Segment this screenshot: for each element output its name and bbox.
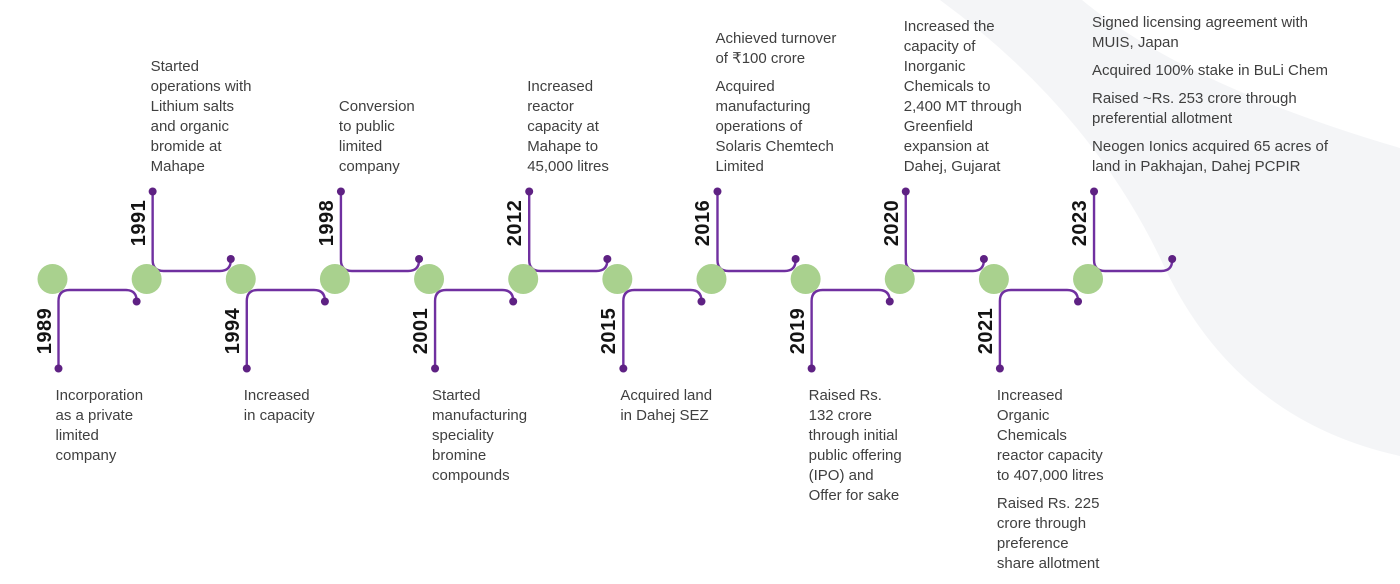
timeline-node-1994 <box>225 264 256 294</box>
event-paragraph: Raised Rs. 225 crore through preference … <box>996 495 1100 572</box>
event-paragraph: Incorporation as a private limited compa… <box>55 387 144 464</box>
event-paragraph: Raised ~Rs. 253 crore through preferenti… <box>1092 90 1297 127</box>
connector-path-2023 <box>1092 191 1174 273</box>
year-label-1991: 1991 <box>127 199 150 247</box>
year-label-2016: 2016 <box>692 199 715 247</box>
end-dot-2019 <box>885 297 894 306</box>
connector-path-2016 <box>716 191 797 273</box>
end-dot-2015 <box>697 297 706 306</box>
event-text-2020: Increased the capacity of Inorganic Chem… <box>904 17 1043 177</box>
stem-dot-2023 <box>1090 187 1099 196</box>
event-paragraph: Started manufacturing speciality bromine… <box>432 387 528 484</box>
connector-path-2012 <box>528 191 609 273</box>
end-dot-2021 <box>1074 297 1083 306</box>
stem-dot-2012 <box>525 187 534 196</box>
year-label-2021: 2021 <box>974 307 997 355</box>
event-text-1989: Incorporation as a private limited compa… <box>56 386 181 466</box>
background-swoosh-shape <box>940 0 1400 456</box>
event-text-1991: Started operations with Lithium salts an… <box>151 57 282 177</box>
event-paragraph: Increased the capacity of Inorganic Chem… <box>903 18 1022 175</box>
connector-path-2021 <box>998 288 1080 369</box>
event-paragraph: Conversion to public limited company <box>338 98 415 175</box>
end-dot-1998 <box>415 255 424 263</box>
connector-path-2015 <box>622 288 703 369</box>
end-dot-1989 <box>132 297 141 306</box>
event-paragraph: Signed licensing agreement with MUIS, Ja… <box>1092 14 1308 51</box>
timeline-node-2001 <box>414 264 445 294</box>
event-paragraph: Increased reactor capacity at Mahape to … <box>527 78 609 175</box>
event-text-2023: Signed licensing agreement with MUIS, Ja… <box>1092 13 1371 177</box>
timeline-node-2012 <box>508 264 539 294</box>
event-text-2021: Increased Organic Chemicals reactor capa… <box>997 386 1144 574</box>
connector-path-1994 <box>245 288 327 369</box>
stem-dot-2020 <box>901 187 910 196</box>
year-label-1989: 1989 <box>33 307 56 355</box>
timeline-node-1998 <box>319 264 350 294</box>
end-dot-2016 <box>791 255 800 263</box>
timeline-node-1989 <box>37 264 68 294</box>
stem-dot-1989 <box>54 364 63 373</box>
timeline-node-2021 <box>978 264 1009 294</box>
end-dot-1994 <box>320 297 329 306</box>
event-paragraph: Achieved turnover of ₹100 crore <box>715 30 837 67</box>
end-dot-2020 <box>979 255 988 263</box>
event-text-1998: Conversion to public limited company <box>339 97 464 177</box>
event-paragraph: Started operations with Lithium salts an… <box>150 58 252 175</box>
stem-dot-1994 <box>242 364 251 373</box>
event-paragraph: Increased Organic Chemicals reactor capa… <box>996 387 1104 484</box>
timeline-node-2015 <box>602 264 633 294</box>
stem-dot-1991 <box>148 187 157 196</box>
timeline-node-2019 <box>790 264 821 294</box>
end-dot-1991 <box>226 255 235 263</box>
event-paragraph: Acquired manufacturing operations of Sol… <box>715 78 834 175</box>
end-dot-2001 <box>509 297 518 306</box>
connector-path-1991 <box>151 191 232 273</box>
year-label-2023: 2023 <box>1069 199 1092 247</box>
event-paragraph: Acquired land in Dahej SEZ <box>620 387 713 424</box>
stem-dot-2015 <box>619 364 628 373</box>
connector-path-2019 <box>810 288 891 369</box>
end-dot-2012 <box>603 255 612 263</box>
stem-dot-2001 <box>431 364 440 373</box>
year-label-2020: 2020 <box>880 199 903 247</box>
event-paragraph: Increased in capacity <box>243 387 315 424</box>
event-paragraph: Acquired 100% stake in BuLi Chem <box>1092 62 1328 79</box>
stem-dot-2021 <box>995 364 1004 373</box>
timeline-node-2016 <box>696 264 727 294</box>
timeline-node-2020 <box>884 264 915 294</box>
connector-path-2020 <box>904 191 986 273</box>
stem-dot-2019 <box>807 364 816 373</box>
year-label-1994: 1994 <box>221 307 244 355</box>
connector-path-2001 <box>433 288 515 369</box>
end-dot-2023 <box>1168 255 1177 263</box>
year-label-2019: 2019 <box>786 307 809 355</box>
timeline-node-2023 <box>1073 264 1104 294</box>
connector-path-1998 <box>339 191 421 273</box>
stem-dot-2016 <box>713 187 722 196</box>
event-paragraph: Neogen Ionics acquired 65 acres of land … <box>1092 138 1329 175</box>
event-paragraph: Raised Rs. 132 crore through initial pub… <box>808 387 902 504</box>
event-text-2012: Increased reactor capacity at Mahape to … <box>527 77 652 177</box>
year-label-1998: 1998 <box>315 199 338 247</box>
connector-path-1989 <box>57 288 138 369</box>
event-text-1994: Increased in capacity <box>244 386 369 426</box>
event-text-2015: Acquired land in Dahej SEZ <box>620 386 745 426</box>
event-text-2001: Started manufacturing speciality bromine… <box>432 386 557 486</box>
stem-dot-1998 <box>336 187 345 196</box>
year-label-2015: 2015 <box>598 307 621 355</box>
event-text-2019: Raised Rs. 132 crore through initial pub… <box>809 386 940 506</box>
timeline-node-1991 <box>131 264 162 294</box>
year-label-2012: 2012 <box>504 199 527 247</box>
year-label-2001: 2001 <box>410 307 433 355</box>
